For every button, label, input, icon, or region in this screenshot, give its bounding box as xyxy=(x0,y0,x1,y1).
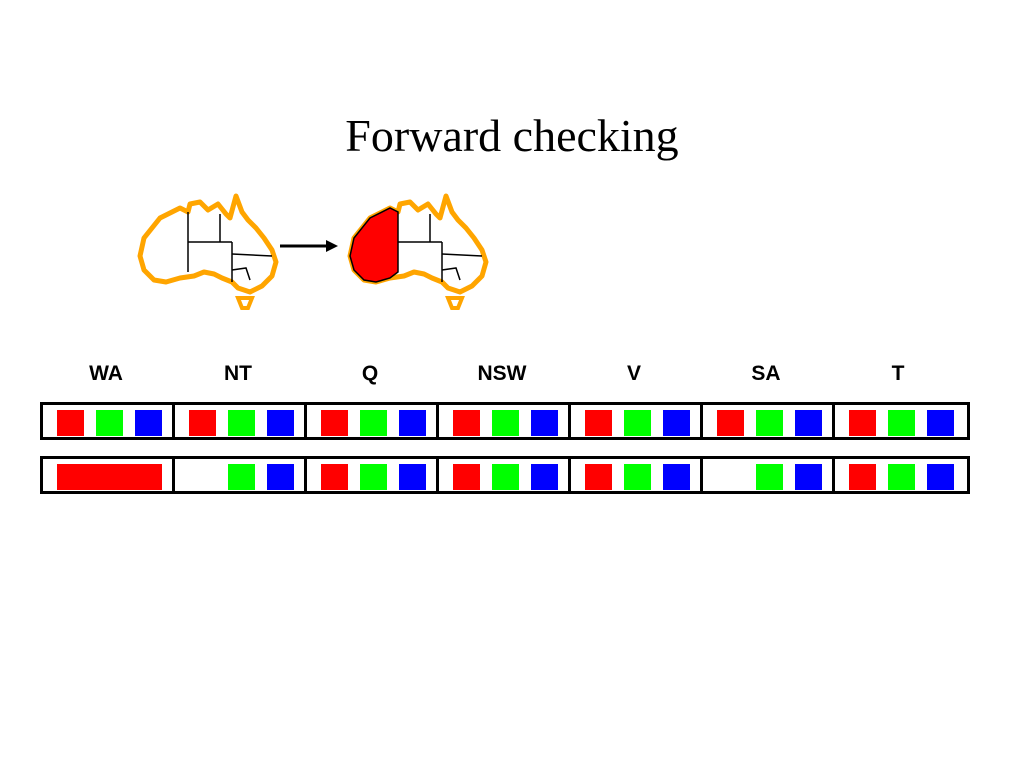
domain-value-green xyxy=(888,410,915,436)
domain-cell-nt xyxy=(175,405,307,437)
var-header-sa: SA xyxy=(751,362,781,385)
domain-cell-t xyxy=(835,405,967,437)
transition-arrow xyxy=(280,240,338,252)
map-after xyxy=(347,193,489,310)
domain-cell-wa xyxy=(43,405,175,437)
domain-value-green xyxy=(360,410,387,436)
domain-value-green xyxy=(624,410,651,436)
domain-cell-t xyxy=(835,459,967,491)
domain-cell-q xyxy=(307,405,439,437)
slide-title: Forward checking xyxy=(345,110,679,161)
domain-row-after-wa-red xyxy=(40,456,970,494)
domain-value-blue xyxy=(795,410,822,436)
domain-value-red xyxy=(585,464,612,490)
var-header-nt: NT xyxy=(224,362,252,385)
domain-value-green xyxy=(888,464,915,490)
domain-table: WA NT Q NSW V SA T xyxy=(40,356,970,494)
domain-value-green xyxy=(492,410,519,436)
var-header-q: Q xyxy=(361,362,379,385)
domain-value-blue xyxy=(663,410,690,436)
assigned-value-red xyxy=(57,464,162,490)
domain-value-blue xyxy=(399,464,426,490)
domain-value-green xyxy=(96,410,123,436)
domain-cell-sa xyxy=(703,405,835,437)
domain-value-red xyxy=(453,464,480,490)
australia-outline-before xyxy=(137,193,279,295)
domain-cell-wa xyxy=(43,459,175,491)
domain-value-blue xyxy=(267,464,294,490)
domain-cell-nsw xyxy=(439,405,571,437)
domain-value-blue xyxy=(135,410,162,436)
domain-cell-nsw xyxy=(439,459,571,491)
domain-value-green xyxy=(756,464,783,490)
domain-value-red xyxy=(189,410,216,436)
var-header-v: V xyxy=(626,362,641,385)
domain-value-red xyxy=(717,410,744,436)
domain-value-red xyxy=(849,464,876,490)
domain-value-blue xyxy=(663,464,690,490)
domain-value-red xyxy=(321,464,348,490)
domain-value-red xyxy=(321,410,348,436)
domain-cell-sa xyxy=(703,459,835,491)
domain-value-blue xyxy=(531,464,558,490)
state-borders-before xyxy=(187,212,273,282)
domain-cell-q xyxy=(307,459,439,491)
domain-value-green xyxy=(228,410,255,436)
domain-value-green xyxy=(228,464,255,490)
tasmania-before xyxy=(235,296,255,310)
domain-cell-v xyxy=(571,459,703,491)
domain-value-blue xyxy=(399,410,426,436)
domain-value-red xyxy=(849,410,876,436)
variable-headers: WA NT Q NSW V SA T xyxy=(40,356,970,394)
domain-value-blue xyxy=(531,410,558,436)
domain-value-blue xyxy=(795,464,822,490)
map-before xyxy=(137,193,279,310)
domain-value-blue xyxy=(927,464,954,490)
domain-value-green xyxy=(756,410,783,436)
australia-maps xyxy=(137,193,489,310)
domain-value-blue xyxy=(267,410,294,436)
wa-region-red xyxy=(349,207,399,283)
domain-cell-v xyxy=(571,405,703,437)
domain-row-initial xyxy=(40,402,970,440)
var-header-nsw: NSW xyxy=(477,362,527,385)
domain-value-green xyxy=(360,464,387,490)
domain-value-red xyxy=(453,410,480,436)
domain-value-green xyxy=(492,464,519,490)
domain-value-red xyxy=(57,410,84,436)
state-borders-after xyxy=(398,214,483,282)
domain-value-green xyxy=(624,464,651,490)
domain-cell-nt xyxy=(175,459,307,491)
domain-value-red xyxy=(585,410,612,436)
var-header-t: T xyxy=(891,362,905,385)
tasmania-after xyxy=(445,296,465,310)
domain-value-blue xyxy=(927,410,954,436)
var-header-wa: WA xyxy=(89,362,123,385)
